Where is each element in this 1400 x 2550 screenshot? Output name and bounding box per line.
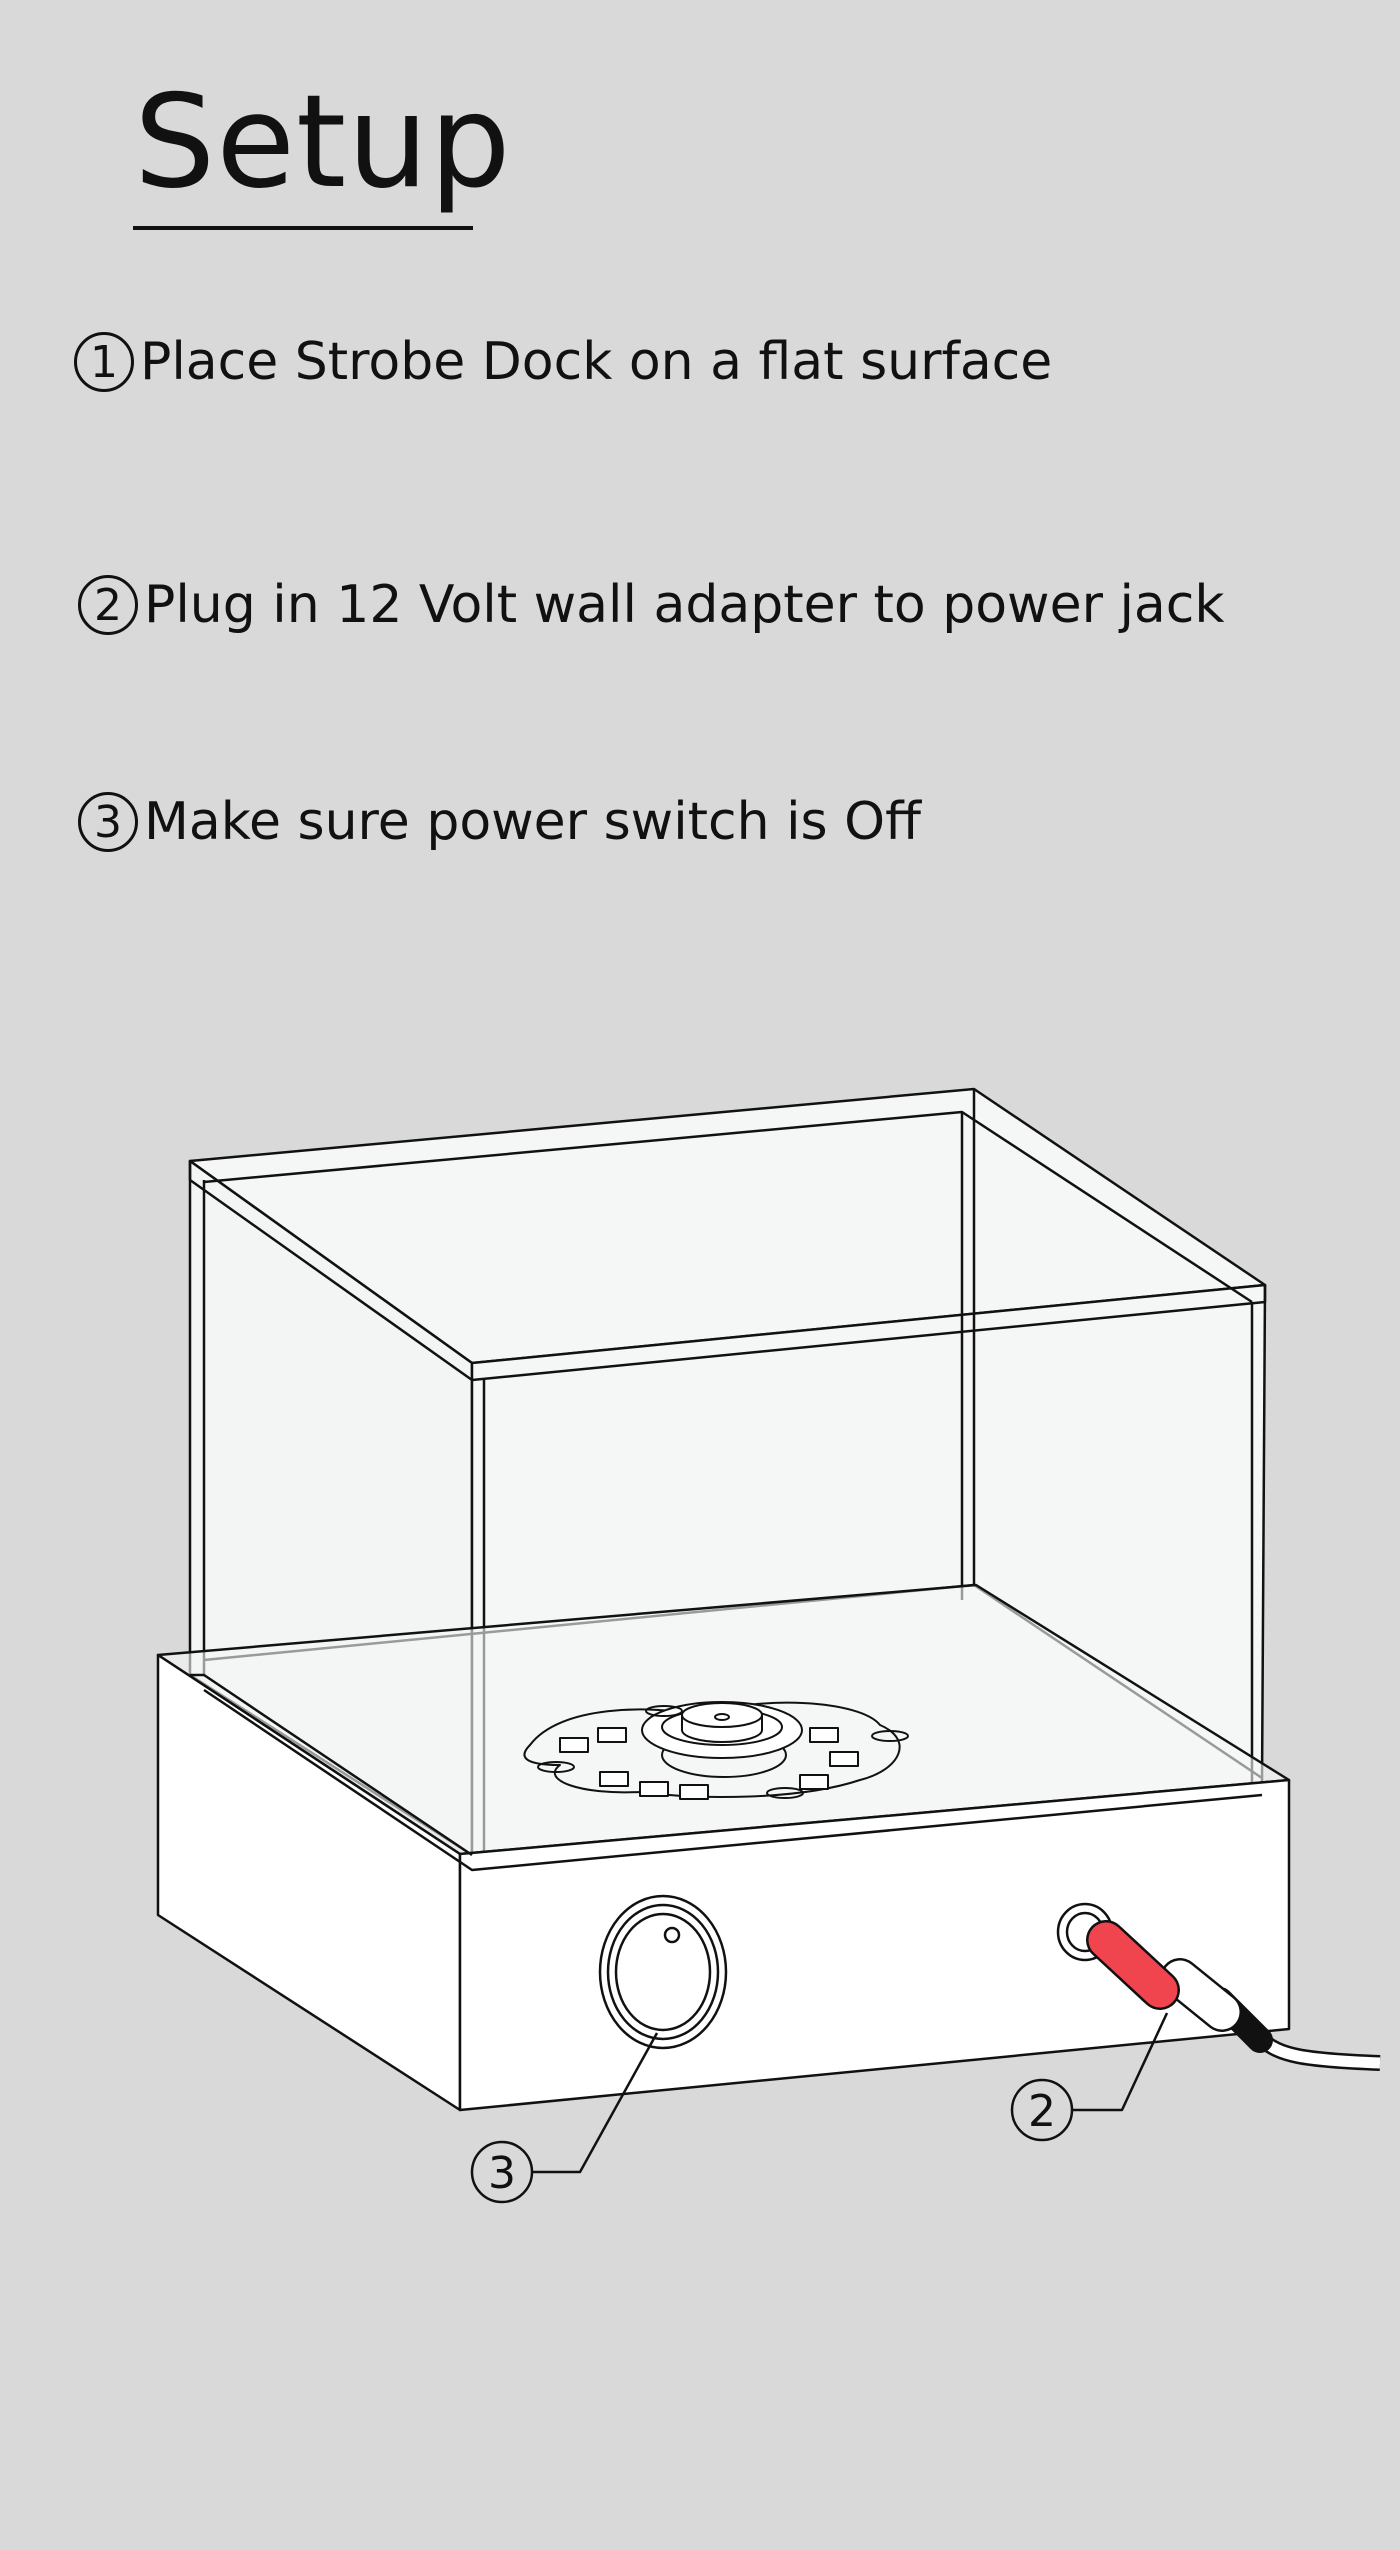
step-text: Place Strobe Dock on a flat surface [140,332,1053,392]
callout-switch: 3 [470,2032,659,2204]
callout-jack: 2 [1010,2012,1169,2142]
step-text: Plug in 12 Volt wall adapter to power ja… [144,575,1225,635]
callout-number: 3 [488,2148,516,2199]
power-plug[interactable] [1086,1920,1381,2071]
step-3: 3 Make sure power switch is Off [78,792,921,852]
step-number: 1 [74,332,134,392]
turntable [523,1701,909,1800]
callout-number: 2 [1028,2086,1056,2137]
step-number: 3 [78,792,138,852]
power-switch[interactable] [598,1894,728,2050]
step-text: Make sure power switch is Off [144,792,921,852]
step-number: 2 [78,575,138,635]
step-2: 2 Plug in 12 Volt wall adapter to power … [78,575,1225,635]
step-1: 1 Place Strobe Dock on a flat surface [74,332,1052,392]
page-title: Setup [134,68,512,217]
title-underline [133,226,473,230]
